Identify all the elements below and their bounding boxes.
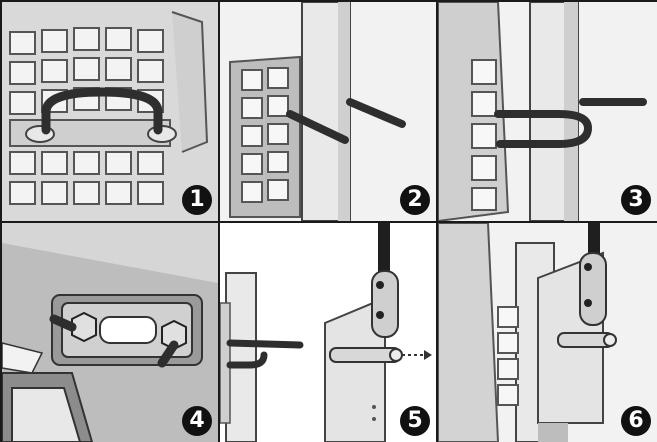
u-bolt (41, 87, 163, 135)
hex-nut-right (157, 319, 187, 368)
step-panel-6: 6 (438, 223, 657, 442)
step-number-badge: 1 (182, 185, 212, 215)
step-5-illustration (220, 223, 436, 442)
u-bolt (226, 339, 304, 369)
u-bolt (494, 110, 593, 148)
step-2-illustration (220, 2, 436, 221)
grid-bracket (9, 27, 164, 205)
step-6-illustration (438, 223, 657, 442)
step-panel-5: 5 (220, 223, 436, 442)
step-panel-1: 1 (2, 2, 218, 221)
step-number-badge: 6 (621, 406, 651, 436)
step-number-badge: 4 (182, 406, 212, 436)
step-number-badge: 2 (400, 185, 430, 215)
step-3-illustration (438, 2, 657, 221)
step-number-badge: 3 (621, 185, 651, 215)
u-bolt-leg (286, 110, 349, 144)
step-number-badge: 5 (400, 406, 430, 436)
hex-nut-left (49, 311, 97, 343)
antenna-bracket (324, 296, 386, 442)
step-panel-4: 4 (2, 223, 218, 442)
step-panel-2: 2 (220, 2, 436, 221)
step-4-illustration (2, 223, 218, 442)
step-1-illustration (2, 2, 218, 221)
step-panel-3: 3 (438, 2, 657, 221)
